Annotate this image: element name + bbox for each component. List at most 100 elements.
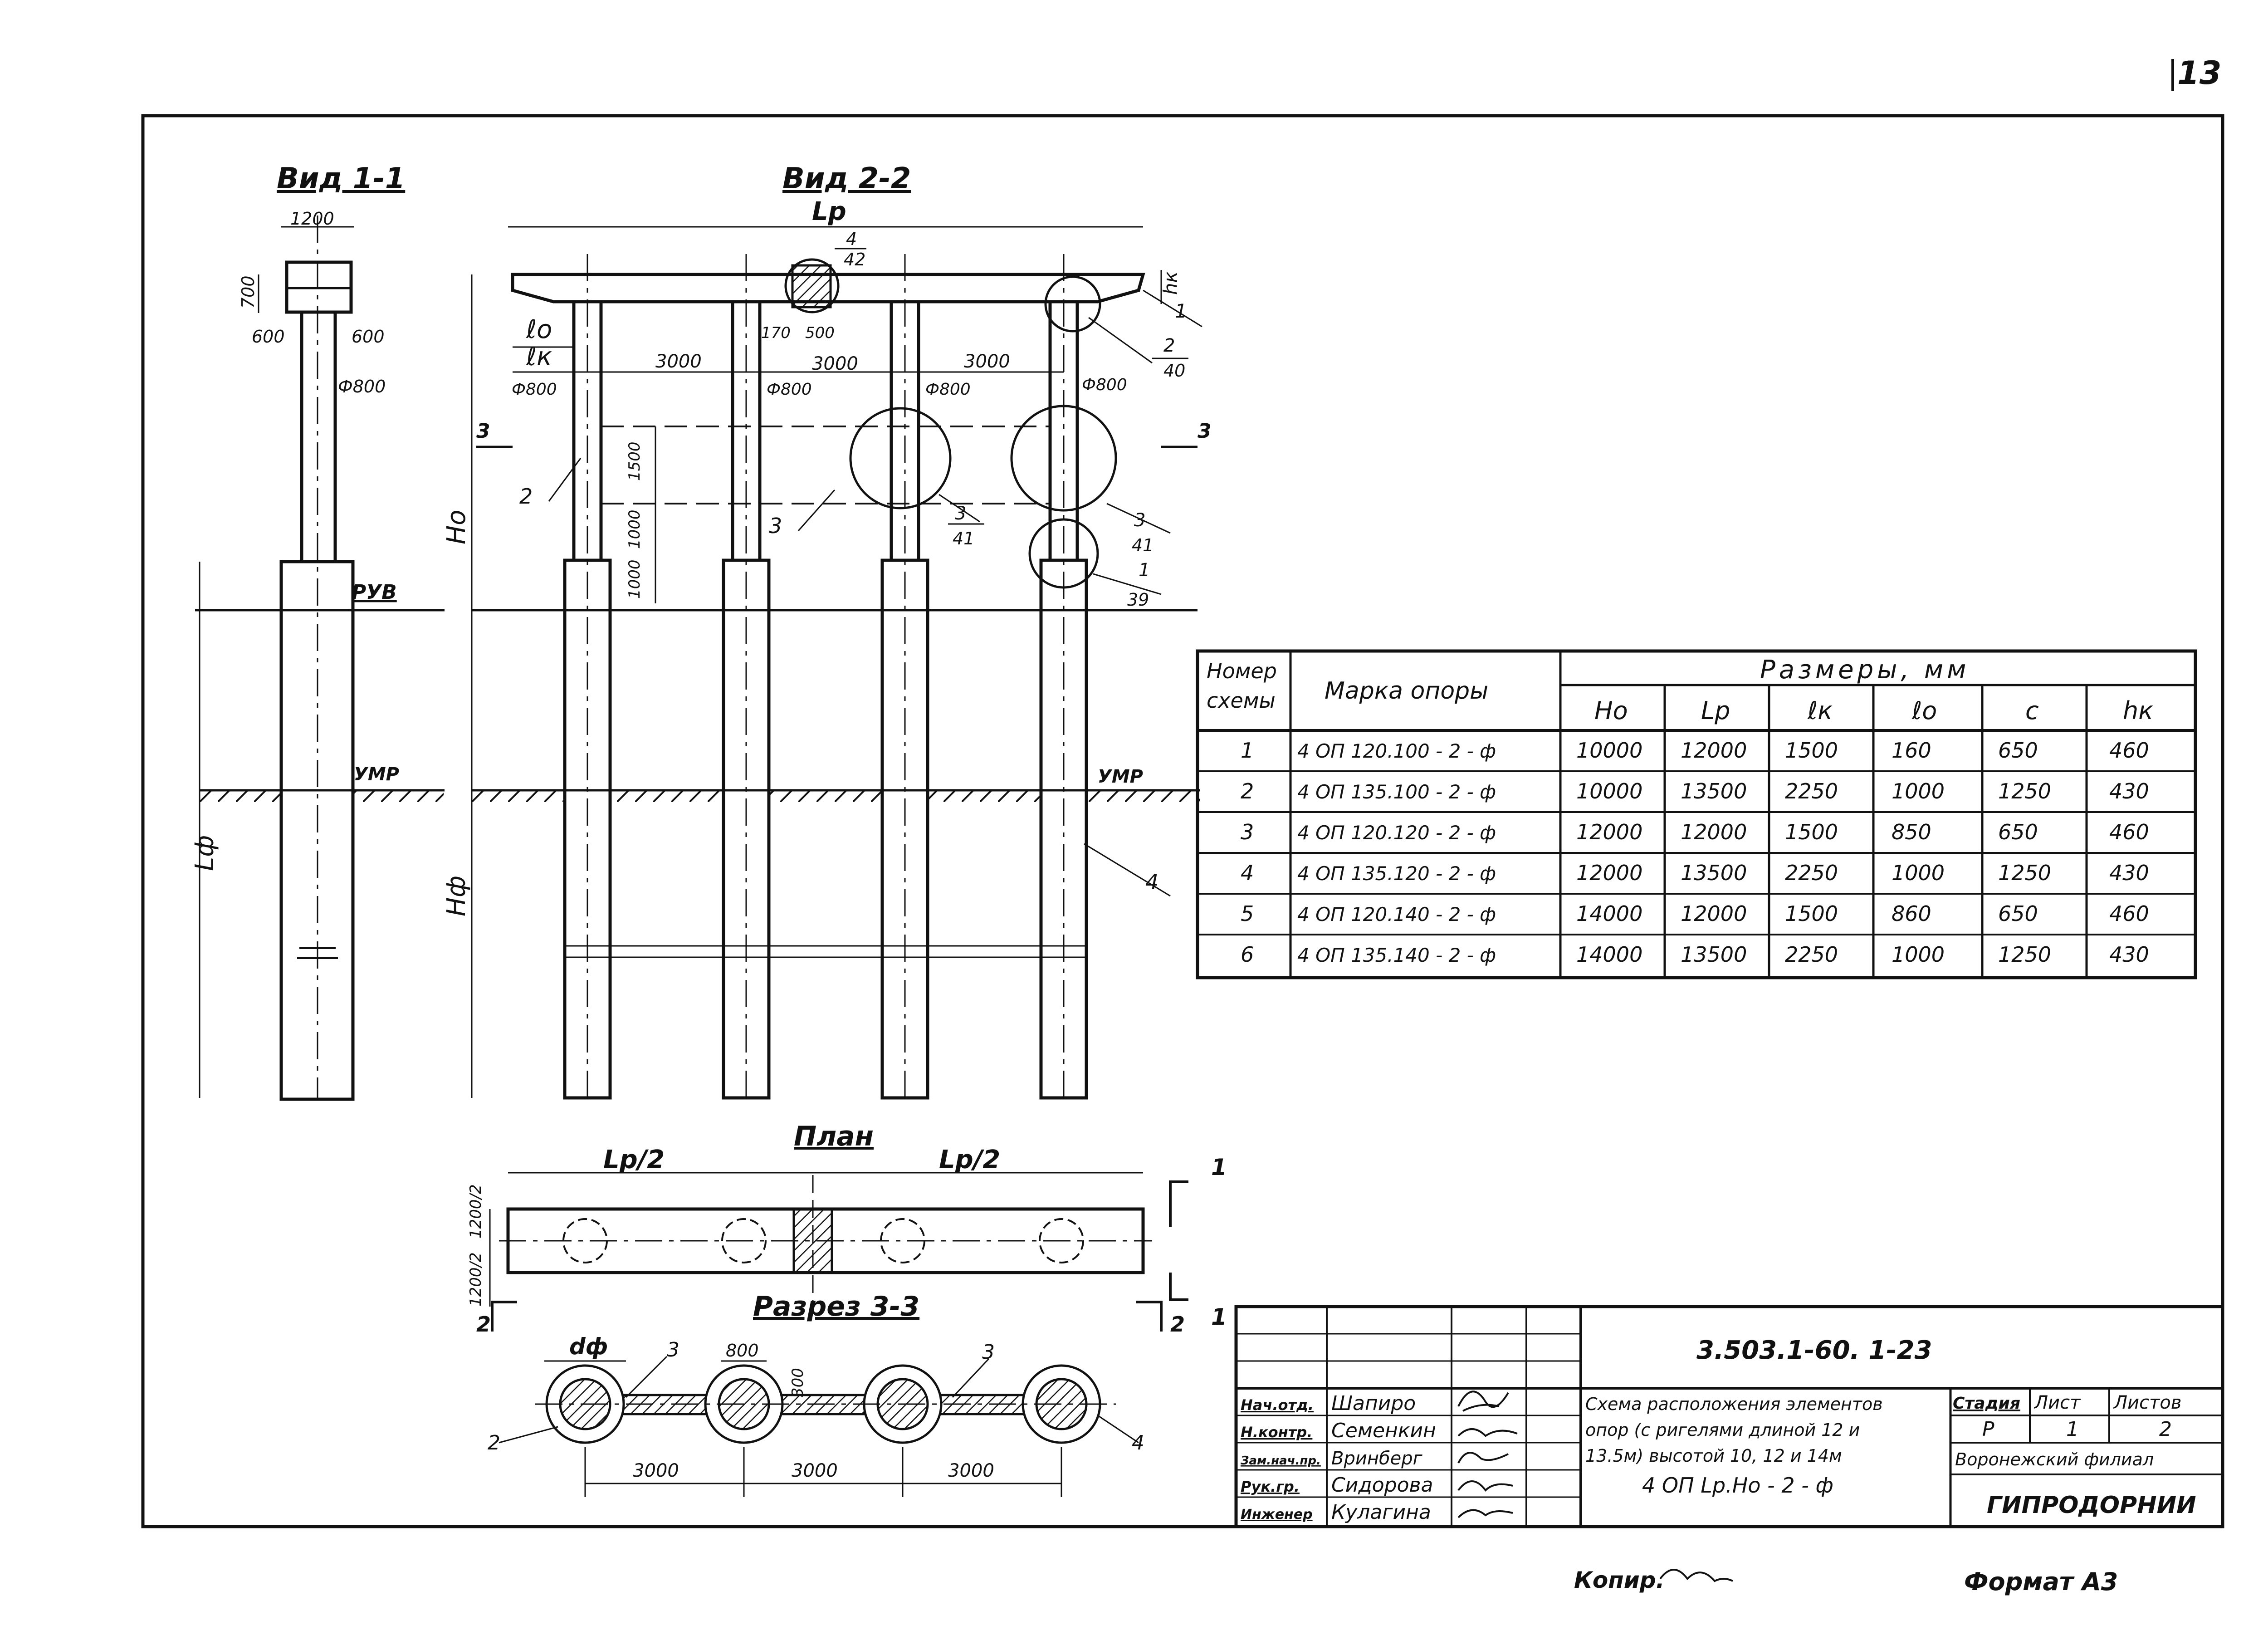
label-titleblock-names-1: Семенкин bbox=[1331, 1419, 1436, 1442]
table-cell: 430 bbox=[2109, 861, 2149, 885]
table-cell: 3 bbox=[1241, 820, 1254, 844]
table-cell: 5 bbox=[1241, 901, 1254, 926]
table-cell: 1000 bbox=[1892, 861, 1945, 885]
section-3-3: Разрез 3-3 dф 800 300 3 3 2 4 3000 3000 … bbox=[488, 1291, 1144, 1497]
label-views-view22-diams-0: Ф800 bbox=[512, 380, 557, 399]
label-views-view22-callouts-c341b-1: 41 bbox=[1132, 535, 1154, 555]
label-views-view11-lf: Lф bbox=[190, 835, 220, 871]
table-cell: 10000 bbox=[1576, 738, 1642, 763]
table-cell: 12000 bbox=[1681, 820, 1747, 844]
label-titleblock-names-3: Сидорова bbox=[1331, 1474, 1433, 1497]
label-views-view22-callouts-sec3r: 3 bbox=[1198, 420, 1212, 443]
label-titleblock-roles-3: Рук.гр. bbox=[1241, 1478, 1300, 1495]
label-views-view22-callouts-c442-0: 4 bbox=[846, 229, 857, 249]
label-table-headers-sizes: Размеры, мм bbox=[1760, 655, 1970, 685]
label-titleblock-description-2: 13.5м) высотой 10, 12 и 14м bbox=[1585, 1446, 1842, 1466]
table-cell: 2250 bbox=[1785, 861, 1838, 885]
label-section33-d800: 800 bbox=[726, 1341, 759, 1361]
table-cell: 4 ОП 135.100 - 2 - ф bbox=[1297, 781, 1496, 803]
label-table-headers-cols-1: Lр bbox=[1701, 696, 1730, 725]
table-cell: 160 bbox=[1892, 738, 1931, 763]
label-titleblock-roles-0: Нач.отд. bbox=[1241, 1396, 1314, 1414]
view-1-1-title: Вид 1-1 bbox=[277, 162, 405, 196]
label-views-view22-hk: hк bbox=[1159, 271, 1182, 295]
table-cell: 4 bbox=[1241, 861, 1254, 885]
label-titleblock-description-3: 4 ОП Lр.Hо - 2 - ф bbox=[1642, 1473, 1833, 1498]
table-cell: 2250 bbox=[1785, 942, 1838, 967]
label-views-view22-d500: 500 bbox=[805, 324, 835, 342]
table-cell: 4 ОП 120.100 - 2 - ф bbox=[1297, 740, 1496, 762]
label-views-view22-callouts-n4: 4 bbox=[1145, 870, 1158, 894]
label-plan-sec1_bot: 1 bbox=[1211, 1304, 1227, 1330]
table-cell: 4 ОП 135.140 - 2 - ф bbox=[1297, 944, 1496, 966]
view-2-2: Вид 2-2 Lр 4 42 Hо Hф hк ℓо ℓк bbox=[442, 162, 1212, 1100]
label-plan-sec1_top: 1 bbox=[1211, 1154, 1227, 1180]
label-table-headers-cols-3: ℓо bbox=[1911, 696, 1937, 725]
label-views-view22-diams-1: Ф800 bbox=[767, 380, 812, 399]
label-section33-spacings-2: 3000 bbox=[948, 1460, 994, 1481]
label-views-view22-diams-3: Ф800 bbox=[1082, 376, 1127, 394]
table-cell: 1500 bbox=[1785, 901, 1838, 926]
table-cell: 4 ОП 120.140 - 2 - ф bbox=[1297, 903, 1496, 925]
table-cell: 13500 bbox=[1681, 942, 1747, 967]
label-titleblock-stage_label: Стадия bbox=[1953, 1394, 2020, 1413]
table-cell: 12000 bbox=[1681, 901, 1747, 926]
label-titleblock-names-4: Кулагина bbox=[1331, 1501, 1431, 1524]
label-views-view22-spacings-2: 3000 bbox=[964, 351, 1010, 372]
label-views-view22-callouts-c139-1: 39 bbox=[1127, 590, 1149, 610]
label-table-headers-cols-5: hк bbox=[2123, 696, 2153, 725]
table-cell: 650 bbox=[1998, 738, 2038, 763]
label-section33-n3a: 3 bbox=[667, 1338, 679, 1361]
table-cell: 2250 bbox=[1785, 779, 1838, 803]
table-cell: 1250 bbox=[1998, 861, 2051, 885]
label-titleblock-sheet_label: Лист bbox=[2033, 1392, 2081, 1413]
label-views-view22-callouts-c240-1: 40 bbox=[1163, 361, 1185, 381]
label-section33-df: dф bbox=[569, 1333, 608, 1360]
label-views-view22-hf: Hф bbox=[442, 876, 471, 916]
view-1-1: Вид 1-1 1200 700 600 600 Ф800 Lф РУВ УМР bbox=[190, 162, 445, 1101]
label-table-headers-mark: Марка опоры bbox=[1325, 677, 1488, 705]
table-cell: 860 bbox=[1892, 901, 1931, 926]
table-cell: 850 bbox=[1892, 820, 1931, 844]
table-cell: 12000 bbox=[1681, 738, 1747, 763]
label-plan-dim2: 1200/2 bbox=[467, 1252, 485, 1307]
plan-view: План Lр/2 Lр/2 1200/2 1200/2 1 1 2 2 bbox=[467, 1121, 1227, 1337]
table-cell: 1250 bbox=[1998, 779, 2051, 803]
label-titleblock-roles-4: Инженер bbox=[1241, 1507, 1313, 1523]
label-titleblock-description-1: опор (с ригелями длиной 12 и bbox=[1585, 1420, 1860, 1440]
label-section33-n2: 2 bbox=[488, 1431, 500, 1454]
label-views-view11-dims-width: 1200 bbox=[290, 209, 334, 229]
title-block: 3.503.1-60. 1-23 Нач.отд. Н.контр. Зам.н… bbox=[1234, 1305, 2224, 1528]
table-cell: 14000 bbox=[1576, 942, 1642, 967]
table-cell: 1000 bbox=[1892, 779, 1945, 803]
label-views-view22-lp: Lр bbox=[812, 197, 846, 226]
label-views-view22-spacings-0: 3000 bbox=[655, 351, 702, 372]
label-views-view11-dims-right: 600 bbox=[352, 327, 385, 347]
page-number: 13 bbox=[2177, 54, 2221, 92]
label-section33-n4: 4 bbox=[1132, 1431, 1144, 1454]
label-titleblock-sheet: 1 bbox=[2066, 1418, 2079, 1441]
footer-format: Формат А3 bbox=[1964, 1567, 2118, 1596]
label-section33-d300: 300 bbox=[789, 1368, 807, 1397]
label-views-view22-callouts-c341a-0: 3 bbox=[955, 503, 966, 524]
label-views-view22-callouts-c341b-0: 3 bbox=[1134, 510, 1145, 531]
label-plan-lp2_right: Lр/2 bbox=[939, 1145, 1000, 1175]
table-cell: 6 bbox=[1241, 942, 1254, 967]
label-views-view22-callouts-n2: 2 bbox=[519, 484, 533, 509]
label-views-view22-spacings-1: 3000 bbox=[812, 353, 858, 374]
label-views-view22-umr: УМР bbox=[1098, 766, 1143, 787]
view-2-2-title: Вид 2-2 bbox=[782, 162, 911, 196]
label-titleblock-roles-2: Зам.нач.пр. bbox=[1240, 1454, 1321, 1468]
label-views-view22-d1000a: 1000 bbox=[626, 509, 644, 549]
label-views-view22-l0: ℓо bbox=[526, 315, 552, 344]
label-table-headers-cols-0: Hо bbox=[1594, 696, 1628, 725]
label-titleblock-names-0: Шапиро bbox=[1331, 1392, 1416, 1415]
label-titleblock-sheets: 2 bbox=[2159, 1418, 2172, 1441]
table-cell: 650 bbox=[1998, 820, 2038, 844]
table-cell: 1500 bbox=[1785, 738, 1838, 763]
label-titleblock-description-0: Схема расположения элементов bbox=[1585, 1394, 1883, 1414]
label-plan-sec2l: 2 bbox=[476, 1312, 491, 1337]
label-views-view22-d1500: 1500 bbox=[626, 441, 644, 481]
